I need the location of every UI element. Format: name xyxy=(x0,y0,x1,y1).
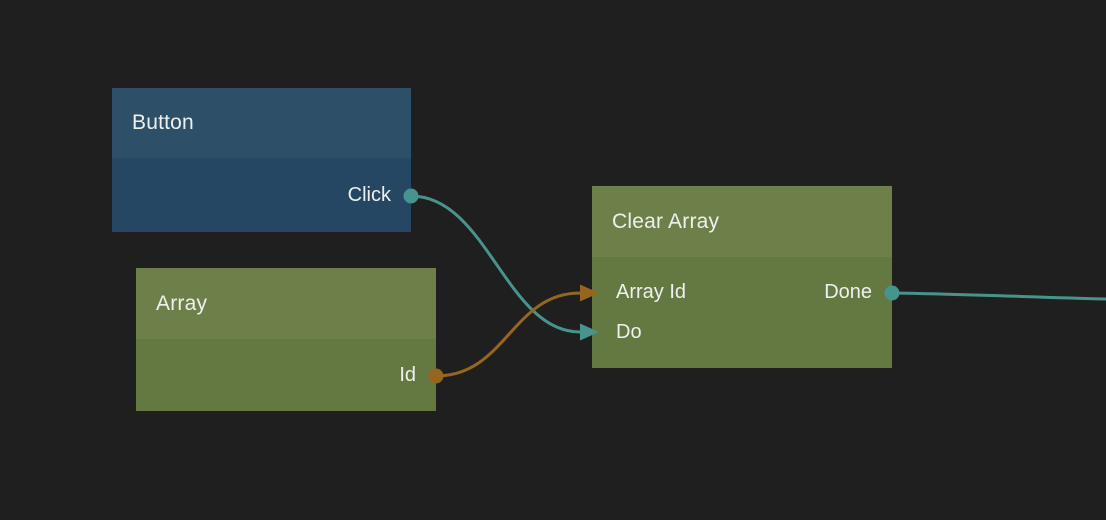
node-clear-array-body: Array Id Done Do xyxy=(592,257,892,368)
wire-done-offscreen[interactable] xyxy=(891,291,1106,301)
node-clear-array[interactable]: Clear Array Array Id Done Do xyxy=(592,186,892,368)
wire-click-to-do[interactable] xyxy=(410,194,581,334)
node-button[interactable]: Button Click xyxy=(112,88,411,232)
node-array-body: Id xyxy=(136,339,436,411)
node-array[interactable]: Array Id xyxy=(136,268,436,411)
output-port-label-click: Click xyxy=(347,183,391,206)
node-array-header[interactable]: Array xyxy=(136,268,436,339)
input-port-label-do: Do xyxy=(616,320,642,343)
port-row: Array Id Done xyxy=(592,272,892,312)
wire-id-to-array-id[interactable] xyxy=(435,291,581,378)
node-button-body: Click xyxy=(112,158,411,232)
output-port-label-id: Id xyxy=(399,363,416,386)
input-port-label-array-id: Array Id xyxy=(616,280,687,303)
node-clear-array-header[interactable]: Clear Array xyxy=(592,186,892,257)
node-button-header[interactable]: Button xyxy=(112,88,411,158)
port-row: Click xyxy=(112,184,411,207)
port-row: Do xyxy=(592,312,892,352)
node-title: Array xyxy=(156,291,208,315)
node-title: Button xyxy=(132,111,194,134)
port-row: Id xyxy=(136,364,436,387)
node-title: Clear Array xyxy=(612,209,720,233)
output-port-label-done: Done xyxy=(824,280,872,303)
